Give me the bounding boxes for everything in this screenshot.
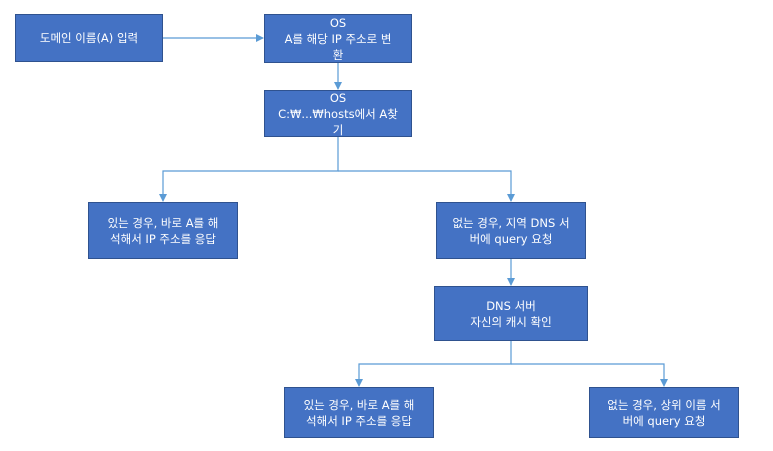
domain-input-node: 도메인 이름(A) 입력 — [15, 14, 163, 62]
node-line: OS — [329, 15, 347, 30]
found-cache-node: 있는 경우, 바로 A를 해 석해서 IP 주소를 응답 — [284, 387, 434, 438]
node-line: 기 — [332, 122, 344, 137]
node-line: C:₩...₩hosts에서 A찾 — [278, 106, 398, 121]
os-hosts-node: OS C:₩...₩hosts에서 A찾 기 — [264, 90, 412, 137]
dns-server-cache-node: DNS 서버 자신의 캐시 확인 — [434, 286, 588, 341]
node-line: 석해서 IP 주소를 응답 — [306, 413, 412, 428]
node-line: 석해서 IP 주소를 응답 — [110, 231, 216, 246]
node-line: A를 해당 IP 주소로 변 — [284, 31, 392, 46]
node-line: 환 — [332, 47, 344, 62]
node-line: 버에 query 요청 — [469, 231, 553, 246]
node-line: 도메인 이름(A) 입력 — [39, 31, 139, 45]
os-convert-node: OS A를 해당 IP 주소로 변 환 — [264, 14, 412, 63]
node-line: 자신의 캐시 확인 — [470, 314, 552, 329]
local-dns-query-node: 없는 경우, 지역 DNS 서 버에 query 요청 — [436, 202, 586, 259]
node-line: 있는 경우, 바로 A를 해 — [107, 215, 219, 230]
node-line: 있는 경우, 바로 A를 해 — [303, 397, 415, 412]
node-line: 없는 경우, 상위 이름 서 — [607, 397, 721, 412]
arrow-server-to-found-cache — [355, 341, 512, 387]
node-line: 버에 query 요청 — [622, 413, 706, 428]
node-line: 없는 경우, 지역 DNS 서 — [452, 215, 570, 230]
arrow-server-to-upper-dns — [511, 363, 668, 387]
node-line: DNS 서버 — [486, 298, 536, 313]
node-line: OS — [329, 90, 347, 105]
arrow-hosts-to-found — [159, 137, 339, 202]
found-hosts-node: 있는 경우, 바로 A를 해 석해서 IP 주소를 응답 — [88, 202, 238, 259]
upper-dns-query-node: 없는 경우, 상위 이름 서 버에 query 요청 — [589, 387, 739, 438]
arrow-hosts-to-local-dns — [338, 170, 515, 202]
